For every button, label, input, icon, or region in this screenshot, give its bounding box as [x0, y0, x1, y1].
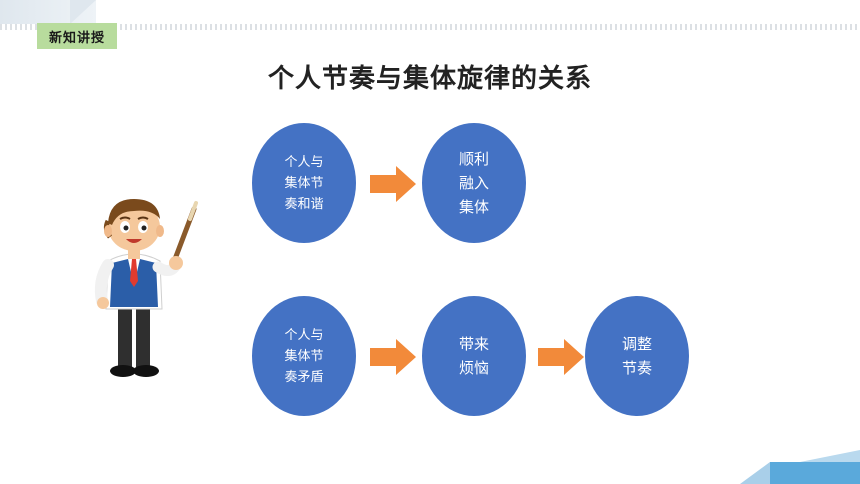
bottom-node-adjust: 调整 节奏	[585, 296, 689, 416]
page-title: 个人节奏与集体旋律的关系	[267, 64, 592, 94]
bottom-node-conflict: 个人与 集体节 奏矛盾	[252, 296, 356, 416]
bottom-decor-light	[800, 450, 860, 462]
section-tag: 新知讲授	[37, 23, 117, 49]
bottom-node-trouble: 带来 烦恼	[422, 296, 526, 416]
teacher-illustration	[94, 199, 198, 377]
top-node-harmony: 个人与 集体节 奏和谐	[252, 123, 356, 243]
right-arrow-icon	[370, 339, 416, 375]
top-decor-stripe	[0, 24, 860, 30]
top-decor-triangle	[70, 0, 96, 24]
top-node-integrate: 顺利 融入 集体	[422, 123, 526, 243]
bottom-decor-blue	[770, 462, 860, 484]
right-arrow-icon	[538, 339, 584, 375]
right-arrow-icon	[370, 166, 416, 202]
bottom-decor-mid	[740, 462, 770, 484]
